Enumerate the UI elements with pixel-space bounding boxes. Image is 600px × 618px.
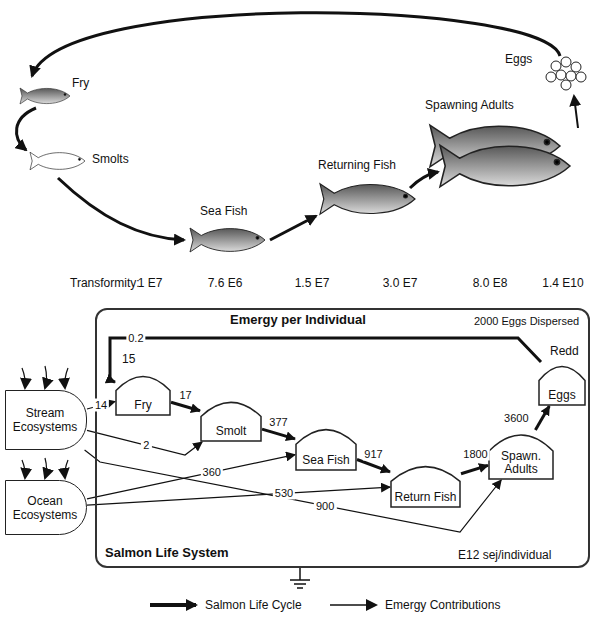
stage-name: Returning Fish (318, 158, 396, 172)
node-label: Return Fish (394, 491, 456, 504)
transformity-value: 1.5 E7 (295, 276, 330, 290)
tank-shape (116, 376, 170, 415)
stage-name: Sea Fish (200, 204, 247, 218)
transformity-value: 1.4 E10 (542, 276, 583, 290)
stage-name: Eggs (505, 52, 532, 66)
flow-value: 377 (267, 416, 289, 429)
flow-value: 17 (177, 388, 193, 401)
transformity-value: 7.6 E6 (208, 276, 243, 290)
annotation: E12 sej/individual (458, 548, 551, 562)
cycle-arrow (574, 96, 578, 128)
transformity-value: 8.0 E8 (473, 276, 508, 290)
life-cycle-flow (171, 402, 200, 411)
node-label: Eggs (548, 389, 575, 402)
storage-tank: Eggs (538, 362, 586, 406)
cycle-arrow (270, 216, 316, 240)
tank-shape (296, 430, 356, 470)
cycle-arrow (410, 172, 438, 188)
storage-tank: Smolt (200, 398, 262, 442)
node-label: Sea Fish (302, 454, 349, 467)
cycle-arrow (58, 178, 184, 240)
cycle-arrow (17, 108, 36, 150)
flow-value: 1800 (461, 447, 489, 460)
node-label: Ocean Ecosystems (10, 494, 80, 522)
source-symbol: Ocean Ecosystems (5, 480, 87, 535)
storage-tank: Fry (115, 372, 171, 416)
tank-shape (391, 467, 460, 507)
stage-name: Smolts (92, 152, 129, 166)
node-label: Spawn. Adults (491, 450, 551, 476)
emergy-contribution (87, 487, 390, 505)
emergy-contribution (87, 455, 295, 499)
transformity-value: 1 E7 (138, 276, 163, 290)
flow-value: 0.2 (126, 332, 145, 345)
flow-value: 917 (362, 447, 384, 460)
emergy-contribution (85, 450, 502, 532)
stage-name: Fry (72, 76, 89, 90)
system-title: Salmon Life System (105, 545, 229, 560)
legend-text: Emergy Contributions (385, 598, 500, 612)
annotation: Transformity: (70, 276, 140, 290)
flow-value: 530 (273, 487, 295, 500)
system-boundary: Salmon Life System FrySmoltSea FishReturn… (95, 308, 590, 568)
life-cycle-flow (262, 429, 295, 439)
annotation: Emergy per Individual (230, 313, 366, 327)
storage-tank: Sea Fish (295, 425, 357, 471)
transformity-value: 3.0 E7 (383, 276, 418, 290)
emergy-contribution (87, 430, 202, 455)
tank-shape (489, 435, 553, 479)
annotation: 2000 Eggs Dispersed (474, 314, 579, 328)
legend-text: Salmon Life Cycle (205, 598, 302, 612)
fish-drawings (20, 88, 570, 252)
source-symbol: Stream Ecosystems (5, 390, 87, 450)
storage-tank: Return Fish (390, 462, 461, 508)
life-cycle-flow (357, 460, 390, 472)
life-cycle-flow (110, 338, 541, 382)
node-label: Stream Ecosystems (10, 406, 80, 434)
tank-shape (201, 402, 261, 441)
storage-tank: Spawn. Adults (488, 430, 554, 480)
flow-value: 2 (141, 439, 151, 452)
annotation: Redd (550, 344, 579, 358)
annotation: 15 (122, 352, 135, 366)
cycle-arrow (32, 13, 560, 76)
node-label: Fry (134, 399, 151, 412)
egg-cluster (546, 57, 586, 90)
flow-value: 900 (314, 499, 336, 512)
life-cycle-flow (461, 465, 488, 473)
stage-name: Spawning Adults (425, 98, 514, 112)
flow-value: 3600 (502, 412, 530, 425)
flow-value: 360 (201, 466, 223, 479)
node-label: Smolt (216, 425, 247, 438)
tank-shape (539, 366, 585, 405)
life-cycle-flow (535, 406, 549, 430)
heat-sink (290, 568, 310, 588)
flow-value: 14 (93, 399, 109, 412)
